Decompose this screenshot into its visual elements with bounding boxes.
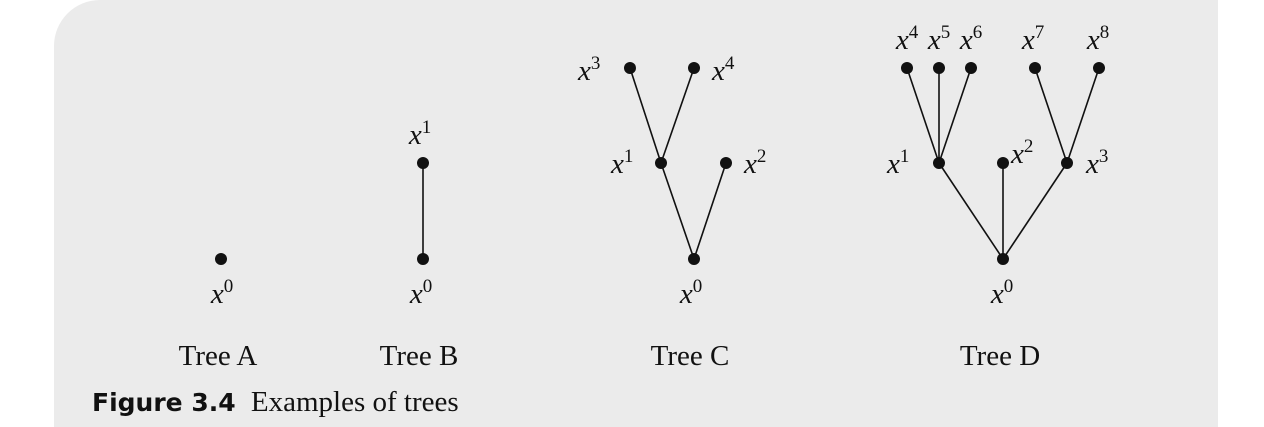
- node-label-superscript: 2: [1024, 136, 1034, 157]
- node-label-superscript: 6: [973, 22, 983, 43]
- tree-d-edge-x1-x4: [906, 67, 940, 164]
- node-label-superscript: 7: [1035, 22, 1045, 43]
- tree-b-node-label-x1: x1: [408, 117, 431, 151]
- tree-d-node-label-x7: x7: [1021, 22, 1044, 56]
- node-label-superscript: 3: [1099, 146, 1109, 167]
- node-label-base: x: [409, 278, 423, 310]
- tree-d-node-label-x1: x1: [886, 146, 909, 180]
- node-label-base: x: [679, 278, 693, 310]
- tree-c-node-x4: [688, 62, 700, 74]
- tree-b-label: Tree B: [380, 340, 459, 372]
- node-label-base: x: [886, 148, 900, 180]
- node-label-base: x: [610, 148, 624, 180]
- tree-a-node-label-x0: x0: [210, 276, 233, 310]
- node-label-base: x: [990, 278, 1004, 310]
- tree-c-node-x1: [655, 157, 667, 169]
- tree-c-node-label-x3: x3: [577, 53, 600, 87]
- tree-c-node-x2: [720, 157, 732, 169]
- node-label-superscript: 4: [725, 53, 735, 74]
- node-label-base: x: [1085, 148, 1099, 180]
- node-label-superscript: 4: [909, 22, 919, 43]
- tree-d-node-x3: [1061, 157, 1073, 169]
- tree-c-node-x3: [624, 62, 636, 74]
- tree-b-node-label-x0: x0: [409, 276, 432, 310]
- node-label-base: x: [408, 119, 422, 151]
- tree-c-label: Tree C: [651, 340, 730, 372]
- tree-c-node-x0: [688, 253, 700, 265]
- node-label-base: x: [927, 24, 941, 56]
- figure-panel: [54, 0, 1218, 427]
- node-label-superscript: 5: [941, 22, 951, 43]
- figure-caption-text: Examples of trees: [250, 386, 459, 418]
- tree-a-node-x0: [215, 253, 227, 265]
- node-label-superscript: 3: [591, 53, 601, 74]
- tree-c-edge-x1-x3: [629, 67, 662, 164]
- tree-c-node-label-x4: x4: [711, 53, 735, 87]
- node-label-base: x: [711, 55, 725, 87]
- tree-d-node-label-x4: x4: [895, 22, 919, 56]
- tree-d-label: Tree D: [960, 340, 1040, 372]
- tree-d-node-x5: [933, 62, 945, 74]
- node-label-superscript: 0: [224, 276, 234, 297]
- tree-d-node-label-x3: x3: [1085, 146, 1108, 180]
- node-label-superscript: 1: [900, 146, 910, 167]
- tree-d-node-x7: [1029, 62, 1041, 74]
- tree-c-edge-x0-x2: [693, 162, 727, 260]
- tree-b-node-x1: [417, 157, 429, 169]
- figure-number: Figure 3.4: [92, 388, 236, 417]
- tree-d-node-label-x2: x2: [1010, 136, 1033, 170]
- tree-d-node-x8: [1093, 62, 1105, 74]
- node-label-base: x: [743, 148, 757, 180]
- tree-a-label: Tree A: [179, 340, 258, 372]
- tree-c-edge-x1-x4: [660, 67, 695, 164]
- tree-d-edge-x3-x7: [1034, 67, 1068, 164]
- tree-d-node-x1: [933, 157, 945, 169]
- node-label-base: x: [1021, 24, 1035, 56]
- tree-d-node-label-x0: x0: [990, 276, 1013, 310]
- figure-caption: Figure 3.4 Examples of trees: [92, 386, 459, 419]
- node-label-superscript: 2: [757, 146, 767, 167]
- tree-d-edge-x1-x6: [938, 67, 972, 164]
- node-label-base: x: [1010, 138, 1024, 170]
- node-label-superscript: 8: [1100, 22, 1110, 43]
- node-label-superscript: 0: [423, 276, 433, 297]
- tree-c-node-label-x2: x2: [743, 146, 766, 180]
- node-label-superscript: 0: [1004, 276, 1014, 297]
- tree-b-node-x0: [417, 253, 429, 265]
- tree-d-edge-x0-x1: [938, 162, 1004, 260]
- node-label-base: x: [895, 24, 909, 56]
- tree-d-node-x0: [997, 253, 1009, 265]
- node-label-superscript: 0: [693, 276, 703, 297]
- node-label-base: x: [1086, 24, 1100, 56]
- tree-d-node-label-x8: x8: [1086, 22, 1109, 56]
- node-label-base: x: [210, 278, 224, 310]
- tree-d-node-x2: [997, 157, 1009, 169]
- tree-c-edge-x0-x1: [660, 162, 695, 260]
- tree-c-node-label-x0: x0: [679, 276, 702, 310]
- node-label-superscript: 1: [422, 117, 432, 138]
- node-label-base: x: [577, 55, 591, 87]
- tree-d-edge-x3-x8: [1066, 67, 1100, 164]
- node-label-base: x: [959, 24, 973, 56]
- tree-d-node-x6: [965, 62, 977, 74]
- tree-d-edge-x0-x3: [1002, 162, 1068, 260]
- tree-d-node-x4: [901, 62, 913, 74]
- tree-c-node-label-x1: x1: [610, 146, 633, 180]
- tree-d-node-label-x5: x5: [927, 22, 950, 56]
- tree-d-node-label-x6: x6: [959, 22, 982, 56]
- node-label-superscript: 1: [624, 146, 634, 167]
